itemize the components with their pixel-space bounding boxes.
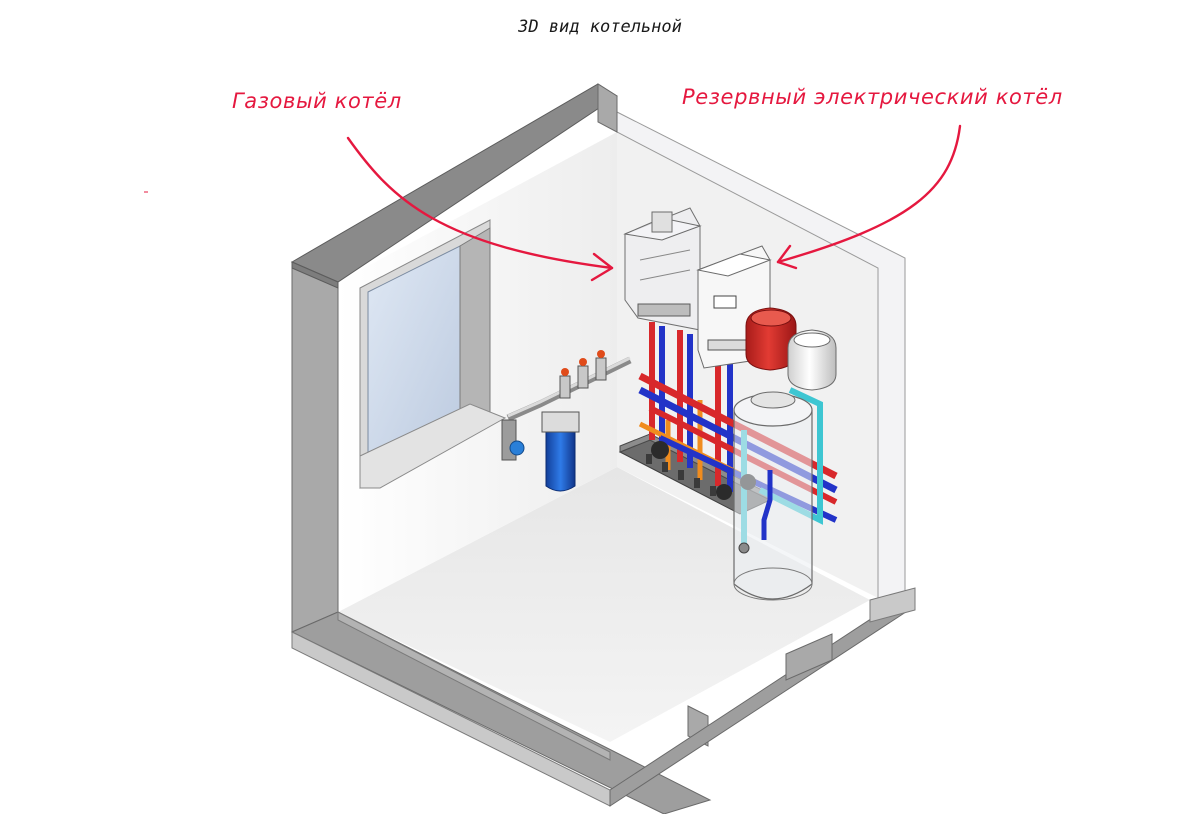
gas-boiler-connections <box>637 303 691 317</box>
window <box>359 219 507 489</box>
window-sill <box>359 403 507 489</box>
water-meter-icon <box>509 440 525 456</box>
back-corner-post <box>597 83 618 133</box>
view-title: 3D вид котельной <box>517 17 682 37</box>
pump-1 <box>651 441 669 459</box>
window-side-jamb <box>459 227 491 421</box>
electric-boiler-top <box>696 253 772 277</box>
water-heater-lid <box>750 391 796 409</box>
arrow-electric-boiler <box>776 124 962 264</box>
annotation-gas-boiler: Газовый котёл <box>232 89 402 113</box>
water-heater-bottom <box>733 567 813 601</box>
floor-rim-right <box>869 587 916 623</box>
water-manifold <box>501 350 632 492</box>
floor-rim-left-top <box>290 611 712 814</box>
red-expansion-tank-top <box>750 309 792 327</box>
gas-boiler-detail-1 <box>639 249 691 261</box>
manifold-valve-1 <box>559 375 571 399</box>
manifold-handle-1 <box>561 368 569 376</box>
arrow-electric-boiler-head <box>776 244 798 270</box>
manifold-handle-3 <box>597 350 605 358</box>
left-wall-edge-top <box>291 261 339 289</box>
door-stub-right <box>785 633 833 681</box>
manifold-valve-3 <box>595 357 607 381</box>
left-wall-edge <box>291 261 339 633</box>
arrow-gas-boiler-head <box>590 252 614 282</box>
gas-boiler-detail-2 <box>639 269 691 281</box>
electric-boiler-display <box>713 295 737 309</box>
water-heater-valve <box>738 542 750 554</box>
water-heater <box>733 391 813 601</box>
room <box>290 83 916 814</box>
gas-boiler-flue <box>651 211 673 233</box>
right-base-strip <box>337 611 611 761</box>
annotations: Газовый котёл Резервный электрический ко… <box>144 85 1063 282</box>
filter-housing <box>545 429 576 492</box>
pump-2 <box>716 484 732 500</box>
filter-cap <box>541 411 580 433</box>
arrow-gas-boiler <box>346 136 614 270</box>
collector-valves <box>646 454 716 496</box>
expansion-tanks <box>745 307 837 391</box>
manifold-valve-2 <box>577 365 589 389</box>
water-heater-coil <box>761 470 773 540</box>
white-expansion-tank-top <box>793 332 831 348</box>
manifold-handle-2 <box>579 358 587 366</box>
water-heater-body <box>733 410 813 600</box>
gas-boiler <box>623 207 702 331</box>
annotation-electric-boiler: Резервный электрический котёл <box>682 85 1063 109</box>
